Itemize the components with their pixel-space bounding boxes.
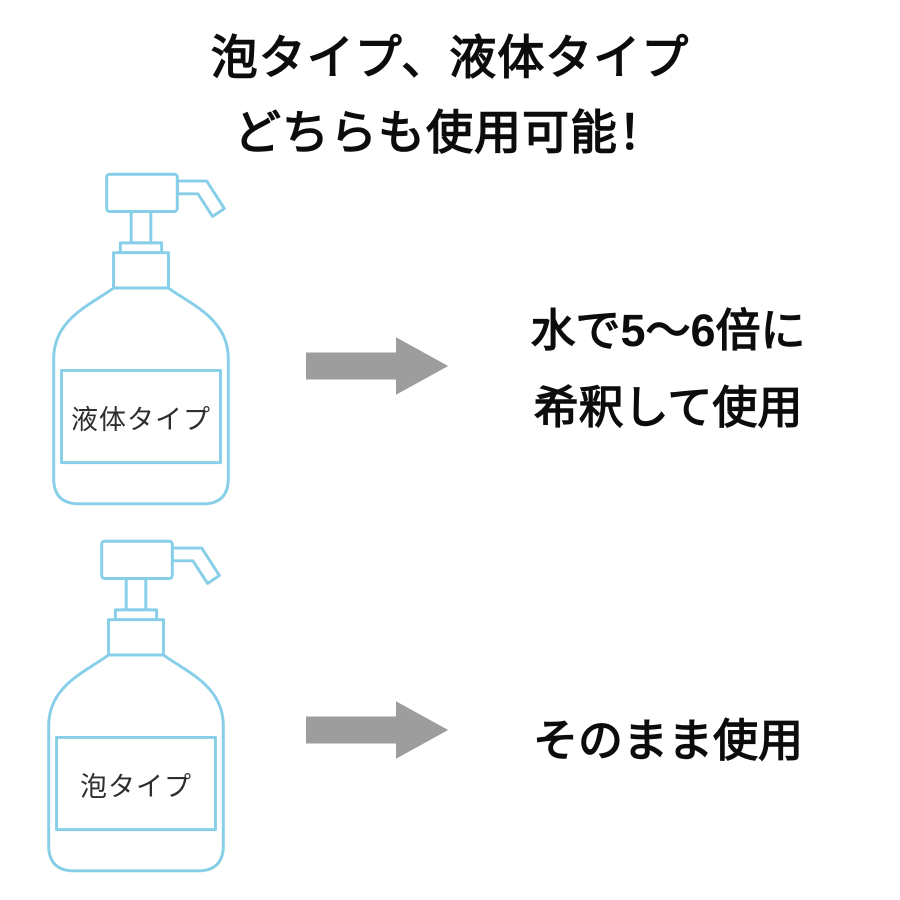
pump-stem [129, 210, 153, 245]
pump-bottle-icon [47, 539, 225, 873]
page-title: 泡タイプ、液体タイプ どちらも使用可能！ [0, 20, 900, 170]
bottle-label: 泡タイプ [79, 771, 192, 802]
liquid-bottle-illustration: 液体タイプ [38, 168, 244, 512]
title-line-2: どちらも使用可能！ [234, 106, 666, 160]
instruction-foam: そのまま使用 [468, 703, 868, 780]
bottle-cap [112, 251, 170, 290]
pump-flange [118, 241, 164, 255]
pump-bottle-icon [52, 172, 230, 506]
instruction-liquid-line-2: 希釈して使用 [533, 381, 803, 433]
title-line-1: 泡タイプ、液体タイプ [210, 31, 690, 84]
pump-head [105, 172, 179, 213]
arrow-icon [306, 701, 449, 759]
bottle-label: 液体タイプ [70, 404, 211, 435]
bottle-label-band [60, 368, 222, 465]
instruction-foam-line-1: そのまま使用 [532, 715, 803, 766]
pump-spout [175, 179, 226, 218]
bottle-cap [107, 618, 165, 657]
pump-head [100, 539, 174, 580]
pump-stem [124, 577, 148, 612]
arrow-icon [306, 337, 449, 395]
pump-spout [170, 546, 221, 585]
bottle-label-band [55, 735, 217, 832]
instruction-liquid-line-1: 水で5〜6倍に [530, 305, 806, 356]
foam-bottle-illustration: 泡タイプ [33, 535, 239, 879]
instruction-liquid: 水で5〜6倍に 希釈して使用 [468, 293, 868, 446]
